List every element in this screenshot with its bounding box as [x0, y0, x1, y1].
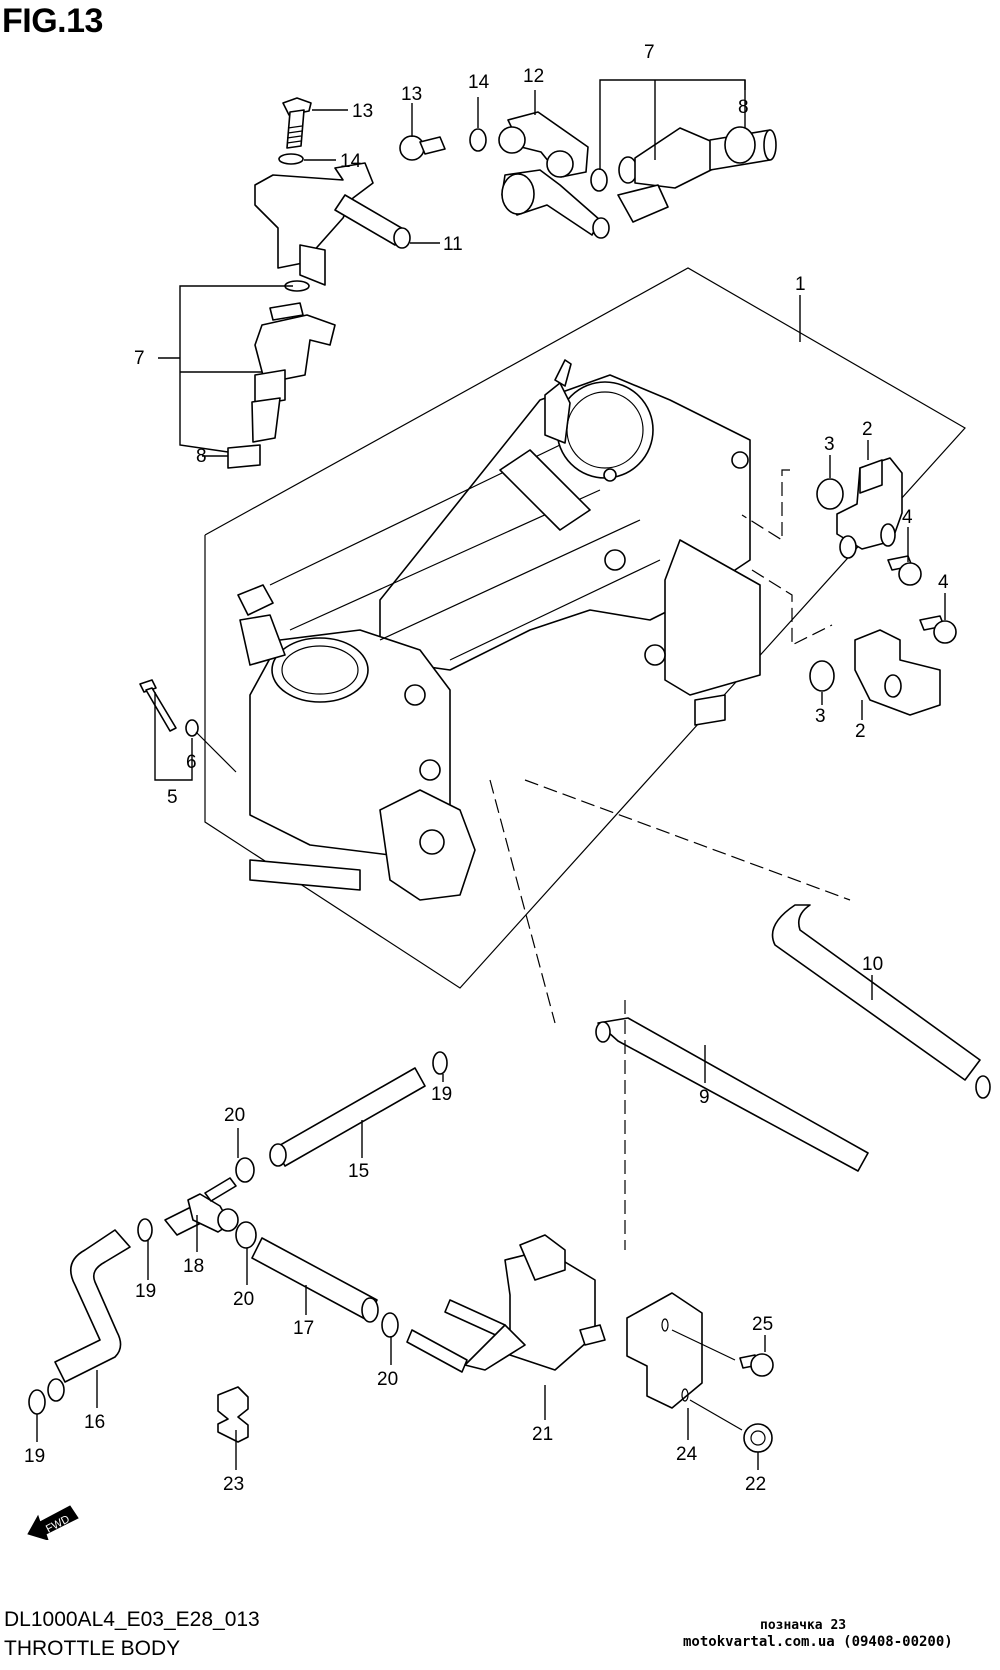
callout-15: 15 — [348, 1161, 369, 1182]
sensor-2-upper — [836, 457, 903, 559]
callout-labels: 13 14 13 14 12 7 8 11 7 8 1 3 2 4 4 3 2 … — [24, 42, 949, 1495]
sensor-2-lower — [854, 629, 941, 716]
o-ring-3-lower — [809, 660, 835, 692]
solenoid-valve-21 — [406, 1234, 606, 1373]
three-way-joint-18 — [164, 1177, 239, 1236]
injector-cushion-8-top — [724, 126, 756, 164]
washer-14-left — [278, 153, 304, 165]
callout-19b: 19 — [135, 1281, 156, 1302]
bolt-13-left — [282, 97, 312, 149]
callout-4b: 4 — [938, 572, 949, 593]
callout-7a: 7 — [134, 348, 145, 369]
callout-20c: 20 — [377, 1369, 398, 1390]
callout-10: 10 — [862, 954, 883, 975]
callout-1: 1 — [795, 274, 806, 295]
fwd-direction-badge: FWD — [27, 1505, 79, 1540]
o-ring-top-right — [590, 168, 608, 192]
callout-6: 6 — [186, 752, 197, 773]
clip-20-middle — [235, 1221, 257, 1249]
callout-16: 16 — [84, 1412, 105, 1433]
callout-19a: 19 — [431, 1084, 452, 1105]
callout-4a: 4 — [902, 507, 913, 528]
nut-22 — [743, 1423, 773, 1453]
hose-16 — [47, 1229, 131, 1402]
o-ring-3-upper — [816, 478, 844, 510]
callout-3a: 3 — [824, 434, 835, 455]
callout-21: 21 — [532, 1424, 553, 1445]
callout-3b: 3 — [815, 706, 826, 727]
fuel-delivery-pipe-12 — [498, 111, 610, 239]
throttle-body-assembly — [237, 359, 761, 901]
screw-4-upper — [887, 555, 922, 586]
clip-20-lower — [381, 1312, 399, 1338]
figure-title: FIG.13 — [2, 2, 103, 40]
watermark-line-1: позначка 23 — [760, 1618, 847, 1633]
clamp-23 — [217, 1386, 249, 1443]
washer-14-top — [469, 128, 487, 152]
hose-10 — [771, 904, 991, 1099]
callout-25: 25 — [752, 1314, 773, 1335]
bolt-25 — [739, 1353, 774, 1377]
hose-15 — [269, 1067, 426, 1167]
callout-13a: 13 — [352, 101, 373, 122]
fwd-label: FWD — [44, 1513, 72, 1535]
callout-18: 18 — [183, 1256, 204, 1277]
bolt-13-top — [399, 135, 446, 161]
hose-9 — [595, 1017, 869, 1172]
callout-20b: 20 — [233, 1289, 254, 1310]
callout-14a: 14 — [340, 151, 362, 172]
section-name: THROTTLE BODY — [4, 1637, 181, 1660]
callout-23: 23 — [223, 1474, 244, 1495]
callout-24: 24 — [676, 1444, 698, 1465]
leader-lines — [36, 79, 946, 1470]
callout-22: 22 — [745, 1474, 766, 1495]
bolt-5 — [139, 679, 177, 732]
callout-12: 12 — [523, 66, 544, 87]
callout-13b: 13 — [401, 84, 422, 105]
callout-2a: 2 — [862, 419, 873, 440]
clip-20-top — [235, 1157, 255, 1183]
hose-17 — [251, 1237, 379, 1323]
callout-20a: 20 — [224, 1105, 245, 1126]
callout-11: 11 — [443, 234, 463, 255]
clip-19-top — [432, 1051, 448, 1075]
watermark-line-2: motokvartal.com.ua (09408-00200) — [683, 1634, 953, 1650]
screw-4-lower — [919, 615, 957, 644]
callout-2b: 2 — [855, 721, 866, 742]
injector-cushion-8-left — [227, 444, 261, 469]
callout-5: 5 — [167, 787, 178, 808]
callout-17: 17 — [293, 1318, 314, 1339]
washer-6 — [185, 719, 199, 737]
callout-7b: 7 — [644, 42, 655, 63]
callout-8a: 8 — [196, 446, 207, 467]
clip-19-lower — [28, 1389, 46, 1415]
bracket-24 — [626, 1292, 703, 1409]
model-code: DL1000AL4_E03_E28_013 — [4, 1608, 260, 1631]
callout-14b: 14 — [468, 72, 490, 93]
clip-19-middle — [137, 1218, 153, 1242]
callout-19c: 19 — [24, 1446, 45, 1467]
callout-9: 9 — [699, 1087, 710, 1108]
callout-8b: 8 — [738, 97, 749, 118]
fuel-delivery-pipe-11 — [254, 162, 411, 286]
fuel-injector-7-left — [251, 302, 336, 443]
fwd-arrow-icon — [27, 1505, 79, 1540]
